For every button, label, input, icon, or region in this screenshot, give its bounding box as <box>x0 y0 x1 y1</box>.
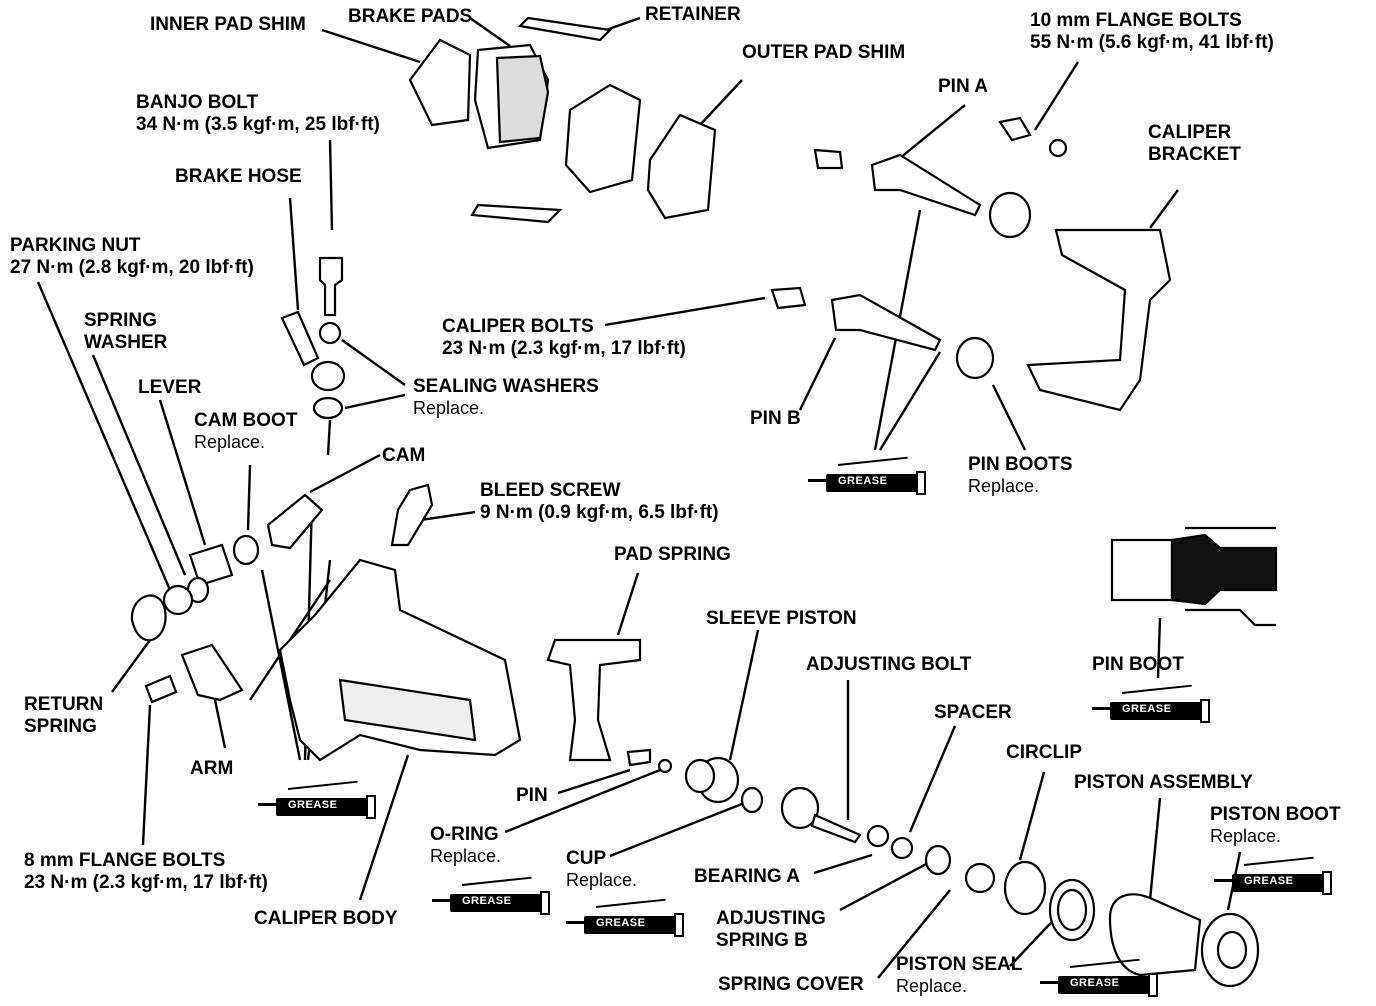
label-pad-spring: PAD SPRING <box>614 544 731 565</box>
label-pin: PIN <box>516 785 548 806</box>
pin-boot-lower <box>955 336 995 380</box>
grease-tube-icon: GREASE <box>1214 856 1334 895</box>
return-spring <box>130 594 167 642</box>
retainer <box>517 16 613 42</box>
brake-pad-outer <box>564 83 642 194</box>
grease-tube-icon: GREASE <box>566 898 686 937</box>
label-brake-hose: BRAKE HOSE <box>175 166 302 187</box>
caliper-body <box>278 558 522 762</box>
label-lever: LEVER <box>138 377 202 398</box>
adjusting-spring-b <box>924 844 952 876</box>
label-spring-cover: SPRING COVER <box>718 974 864 995</box>
label-cam: CAM <box>382 445 426 466</box>
outer-pad-shim <box>646 113 717 220</box>
grease-tube-icon: GREASE <box>808 456 928 495</box>
label-spacer: SPACER <box>934 702 1012 723</box>
retainer-lower <box>470 203 563 224</box>
label-retainer: RETAINER <box>645 4 741 25</box>
label-piston-assembly: PISTON ASSEMBLY <box>1074 772 1253 793</box>
label-inner-pad-shim: INNER PAD SHIM <box>150 14 306 35</box>
spacer <box>890 836 914 860</box>
pin-a <box>870 153 982 217</box>
piston-assembly <box>1108 893 1202 977</box>
grease-tube-icon: GREASE <box>1092 684 1212 723</box>
caliper-bolt <box>770 286 807 310</box>
leader-lines <box>36 16 1242 979</box>
label-outer-pad-shim: OUTER PAD SHIM <box>742 42 906 63</box>
lever <box>188 543 234 587</box>
label-arm: ARM <box>190 758 234 779</box>
pad-spring <box>546 638 642 762</box>
label-bearing-a: BEARING A <box>694 866 800 887</box>
arm <box>180 643 244 702</box>
label-pin-b: PIN B <box>750 408 801 429</box>
label-adjusting-bolt: ADJUSTING BOLT <box>806 654 972 675</box>
pin-b <box>830 293 942 352</box>
circlip <box>1003 860 1047 916</box>
sealing-washer <box>312 396 344 420</box>
brake-hose <box>280 310 320 367</box>
cam <box>266 493 324 550</box>
pin-boot-upper <box>988 191 1032 239</box>
label-pin-boot: PIN BOOT <box>1092 654 1184 675</box>
label-sleeve-piston: SLEEVE PISTON <box>706 608 857 629</box>
parts <box>130 16 1278 988</box>
flange-bolt-8mm <box>144 674 178 704</box>
pin <box>626 748 652 767</box>
label-circlip: CIRCLIP <box>1006 742 1082 763</box>
flange-bolt-10mm <box>998 116 1032 142</box>
parking-nut <box>162 584 194 616</box>
banjo-bolt <box>318 256 344 317</box>
cup <box>740 786 764 814</box>
o-ring <box>657 758 673 774</box>
bearing-a <box>866 824 890 848</box>
pin-boot-inset <box>1110 538 1174 602</box>
label-brake-pads: BRAKE PADS <box>348 6 473 27</box>
grease-tube-icon: GREASE <box>1040 958 1160 997</box>
caliper-bracket <box>1026 228 1172 412</box>
spring-cover <box>964 862 996 894</box>
label-pin-a: PIN A <box>938 76 988 97</box>
inner-pad-shim <box>408 38 472 127</box>
grease-tube-icon: GREASE <box>432 876 552 915</box>
label-caliper-body: CALIPER BODY <box>254 908 398 929</box>
adjusting-bolt <box>780 786 820 830</box>
bleed-screw <box>390 483 434 547</box>
grease-tube-icon: GREASE <box>258 780 378 819</box>
